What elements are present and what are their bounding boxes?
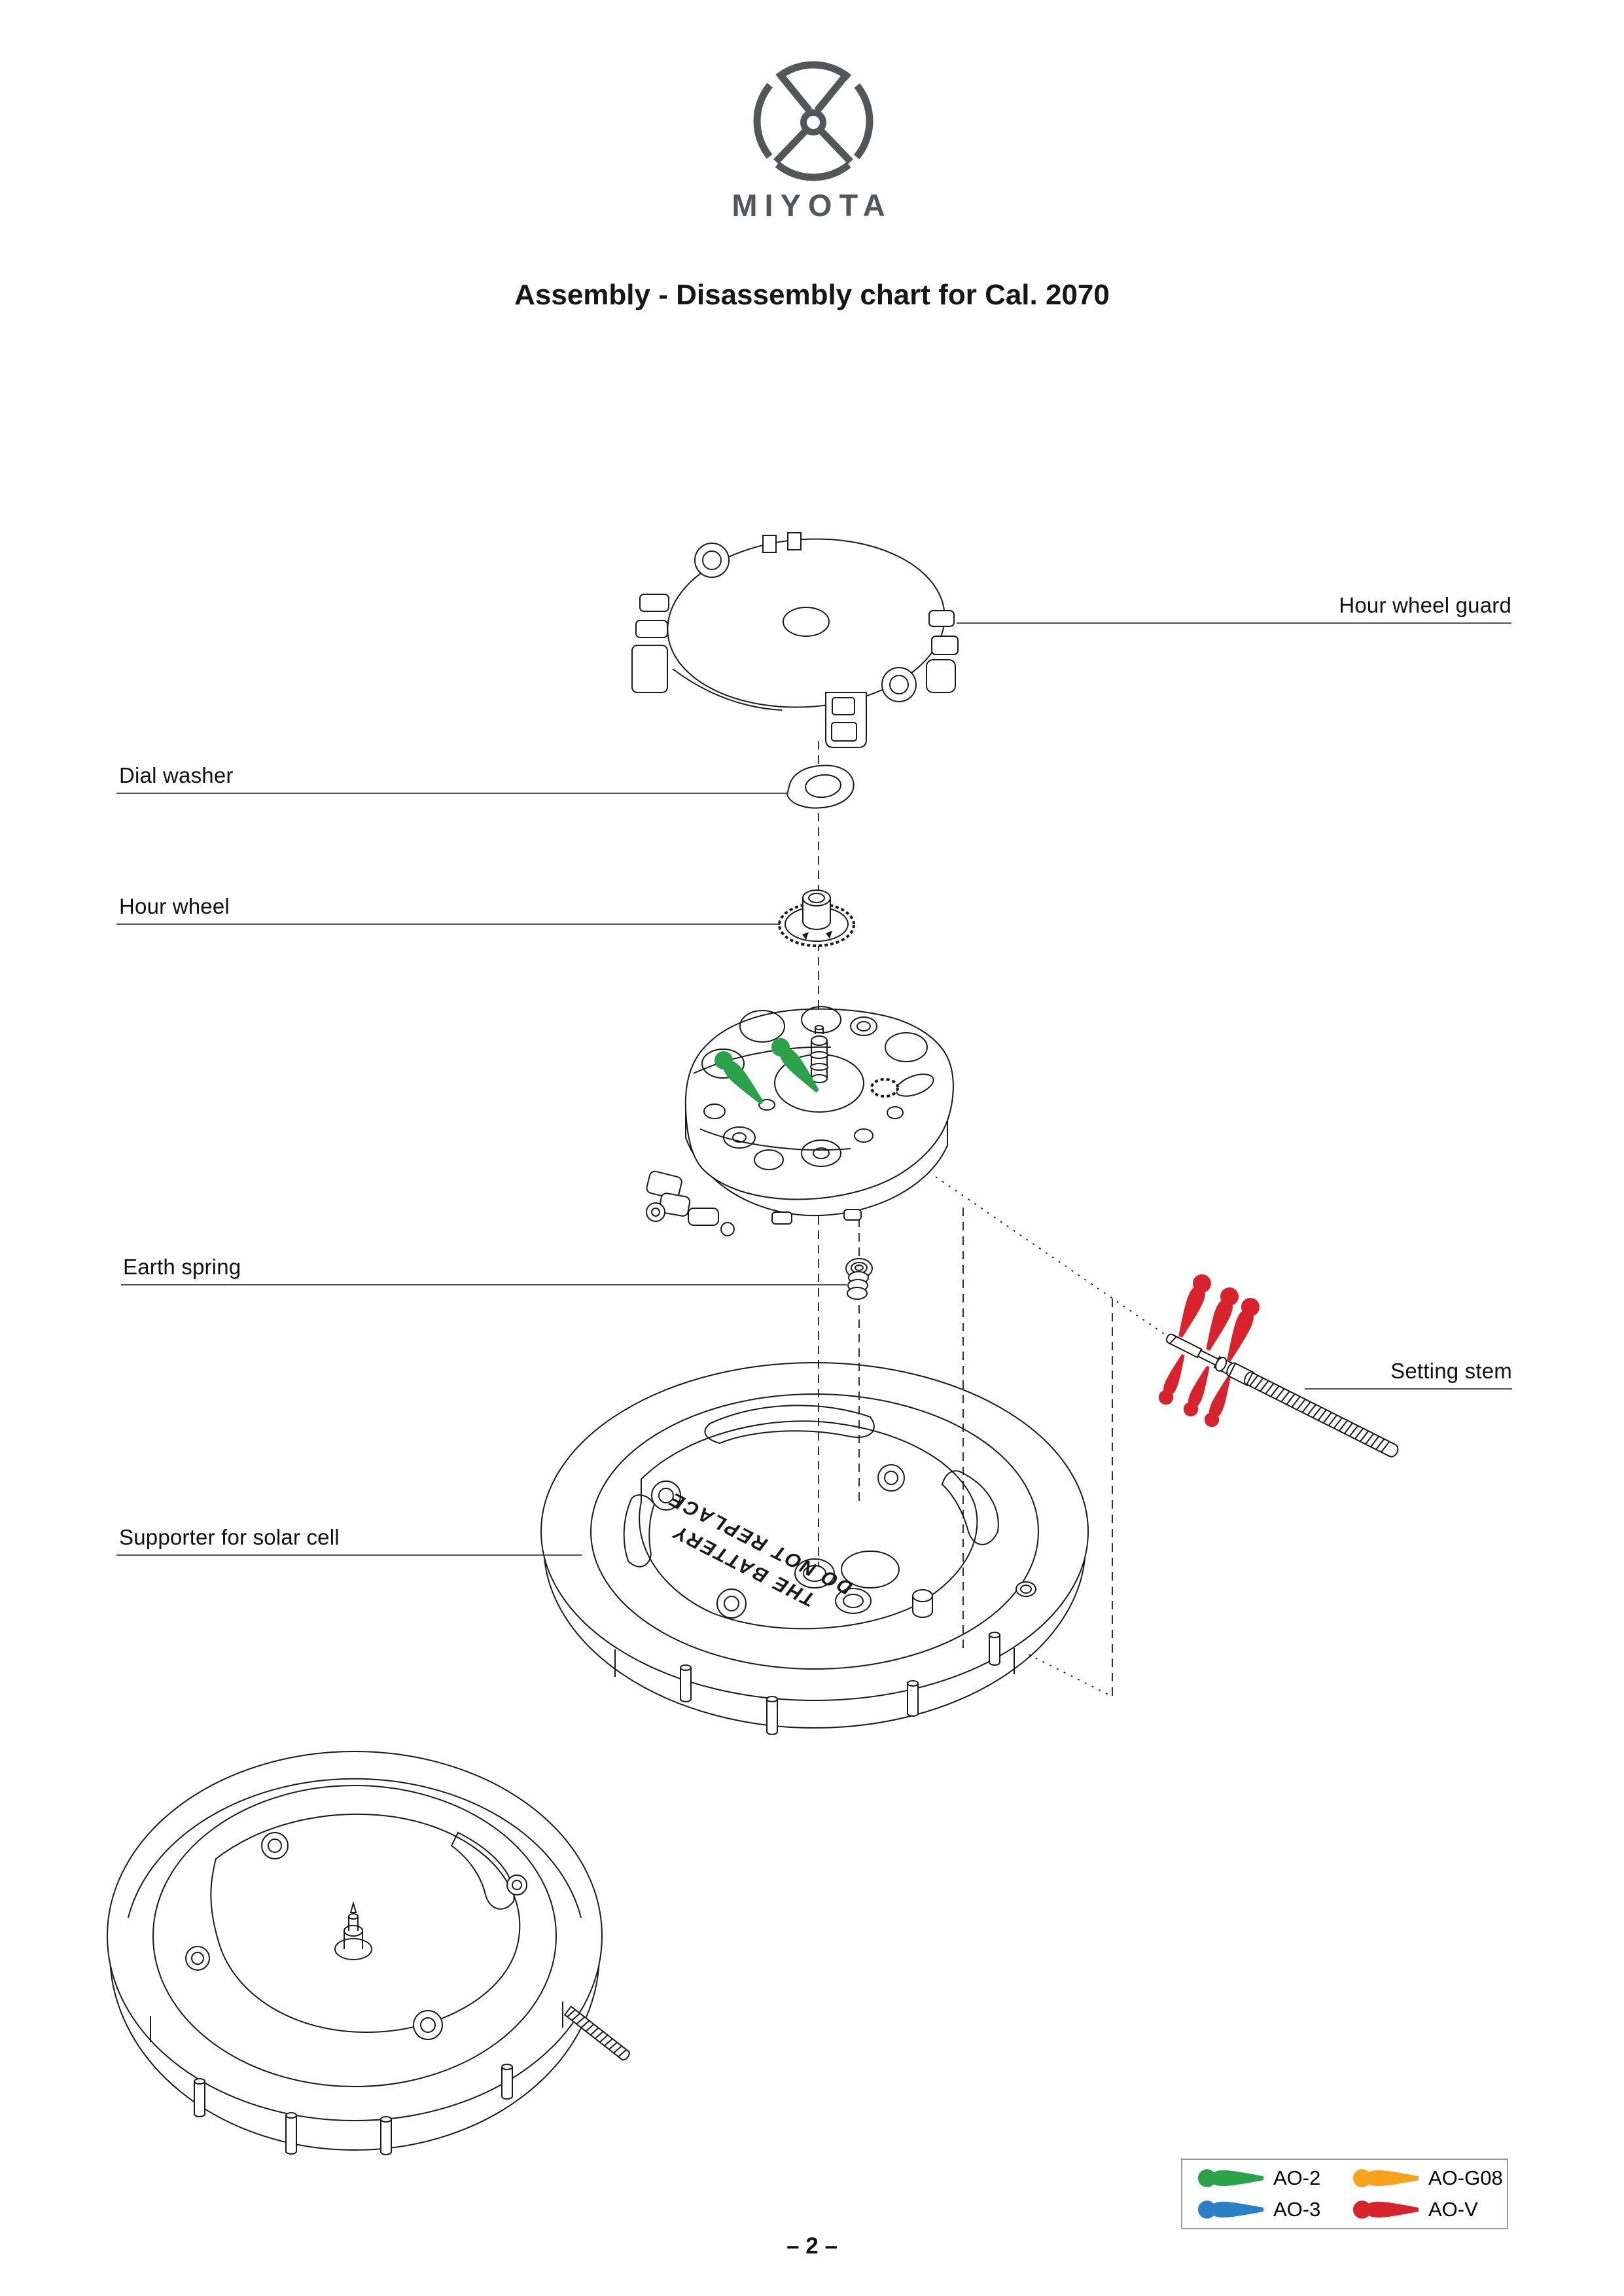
legend-item-ao3: AO-3 — [1197, 2198, 1352, 2221]
oil-marker-icon — [1352, 2169, 1419, 2187]
dial-washer-drawing — [786, 764, 855, 809]
label-earth-spring: Earth spring — [123, 1255, 241, 1279]
page-number: – 2 – — [786, 2233, 838, 2259]
oil-marker-icon — [1197, 2200, 1264, 2219]
supporter-for-solar-cell-drawing: DO NOT REPLACE THE BATTERY — [540, 1362, 1089, 1735]
brand-wordmark: MIYOTA — [732, 188, 892, 223]
assembled-movement-drawing — [107, 1751, 630, 2155]
legend: AO-2 AO-G08 AO-3 AO-V — [1181, 2159, 1508, 2229]
label-hour-wheel-guard: Hour wheel guard — [1339, 593, 1511, 617]
legend-label: AO-3 — [1273, 2198, 1321, 2221]
legend-label: AO-V — [1428, 2198, 1478, 2221]
miyota-logo-icon — [753, 61, 874, 181]
hour-wheel-guard-drawing — [631, 532, 959, 748]
oil-mark-red-1 — [1172, 1271, 1214, 1340]
legend-label: AO-2 — [1273, 2166, 1321, 2189]
oil-marker-icon — [1197, 2169, 1264, 2187]
earth-spring-drawing — [845, 1258, 873, 1300]
construction-lines — [818, 741, 1167, 1697]
legend-item-ao2: AO-2 — [1197, 2166, 1352, 2190]
hour-wheel-drawing — [778, 889, 855, 947]
oil-mark-red-6 — [1202, 1374, 1236, 1429]
movement-plate-drawing — [646, 1006, 954, 1236]
label-supporter-for-solar-cell: Supporter for solar cell — [119, 1525, 340, 1549]
setting-stem-drawing — [1156, 1271, 1399, 1458]
label-setting-stem: Setting stem — [1390, 1359, 1512, 1383]
legend-label: AO-G08 — [1428, 2166, 1503, 2189]
label-hour-wheel: Hour wheel — [119, 894, 230, 918]
page-title: Assembly - Disassembly chart for Cal. 20… — [514, 279, 1110, 311]
legend-item-aog08: AO-G08 — [1352, 2166, 1507, 2190]
oil-mark-red-4 — [1156, 1352, 1190, 1407]
oil-marker-icon — [1352, 2200, 1419, 2219]
label-dial-washer: Dial washer — [119, 763, 234, 787]
legend-item-aov: AO-V — [1352, 2198, 1507, 2221]
leader-lines — [116, 622, 1512, 1556]
